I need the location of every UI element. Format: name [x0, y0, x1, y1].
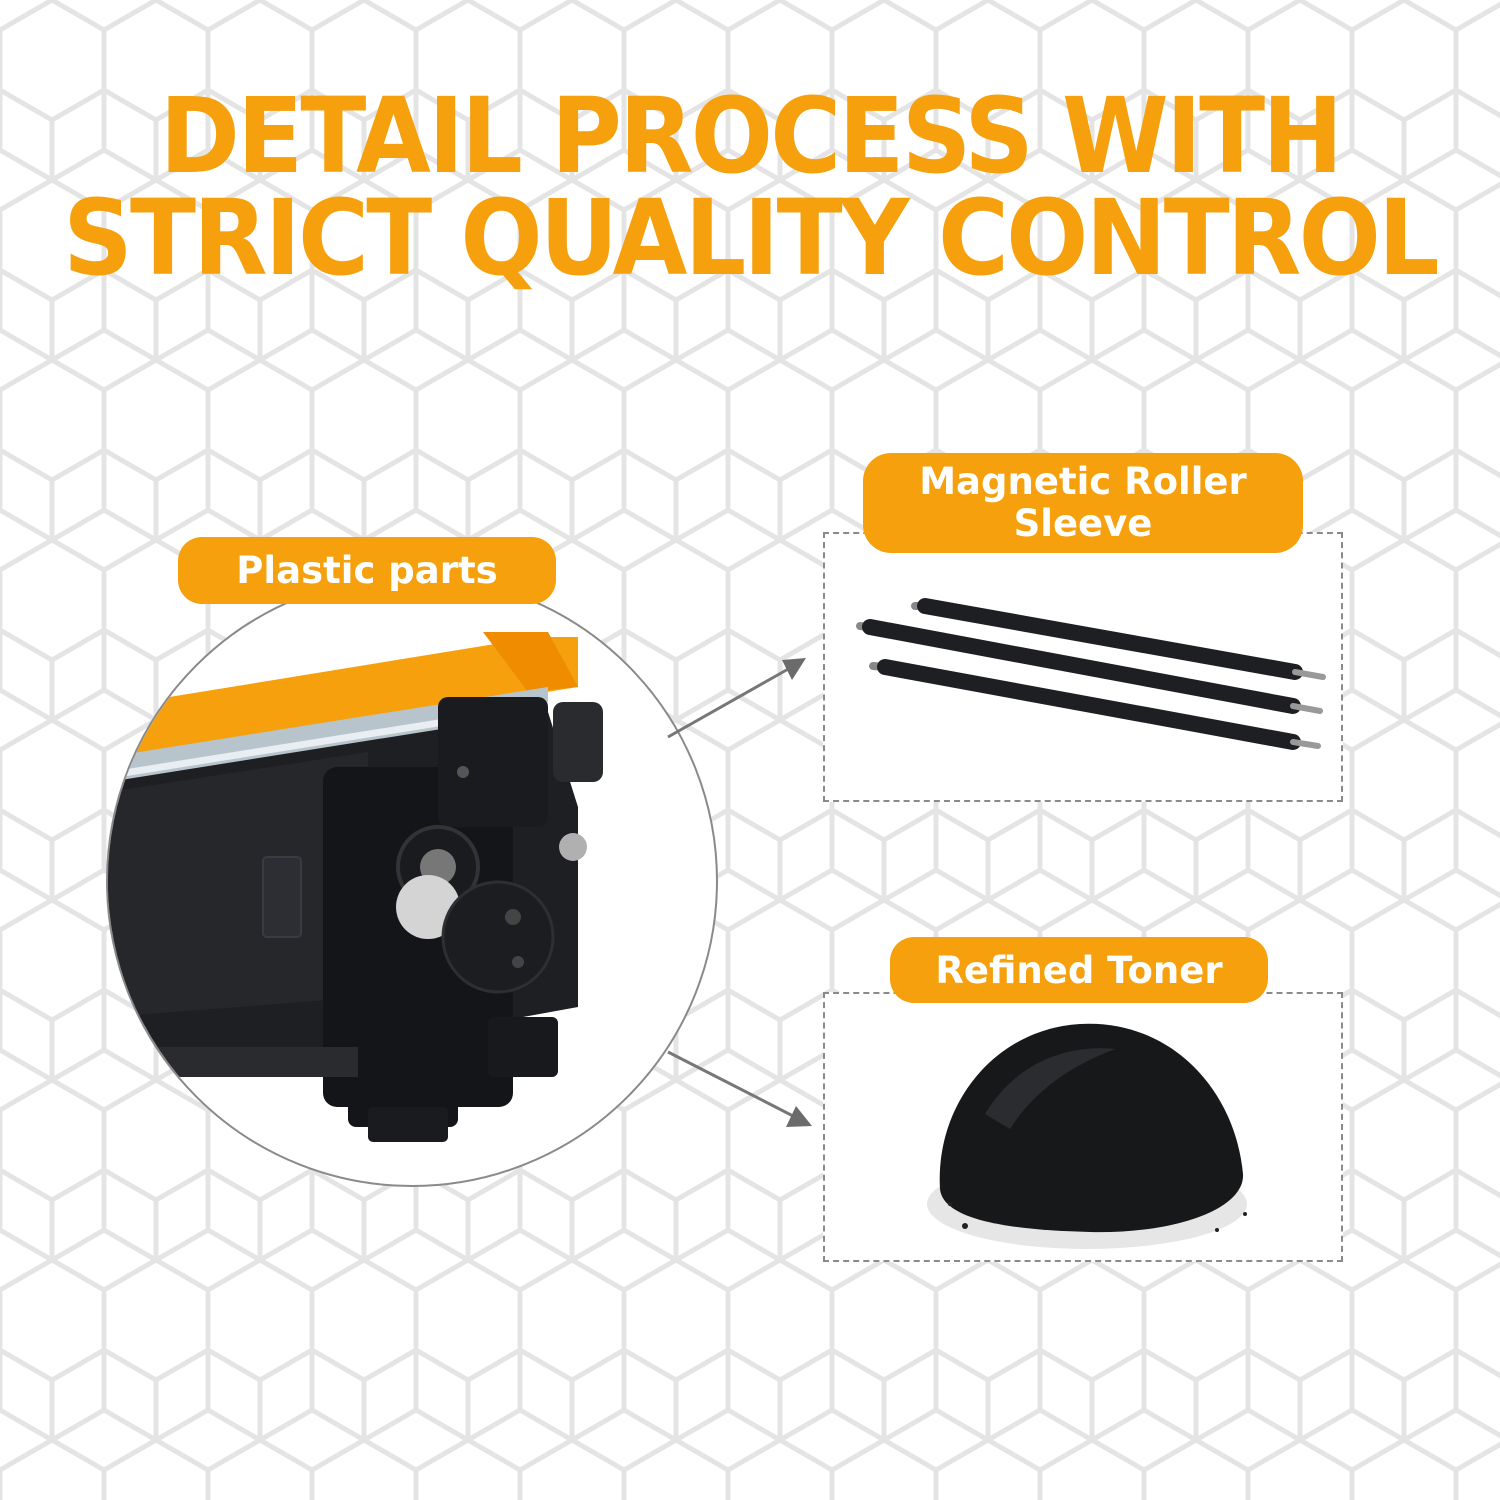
plastic-parts-label: Plastic parts: [178, 537, 556, 604]
refined-toner-box: [823, 992, 1343, 1262]
toner-powder-image: [927, 1023, 1247, 1249]
toner-cartridge-image: [108, 632, 603, 1142]
cartridge-closeup-circle: [106, 575, 718, 1187]
headline-line-1: DETAIL PROCESS WITH: [159, 75, 1344, 197]
magnetic-roller-image: [856, 598, 1326, 750]
magnetic-roller-label-line-1: Magnetic Roller: [919, 460, 1247, 503]
magnetic-roller-label-line-2: Sleeve: [1013, 502, 1153, 545]
headline-line-2: STRICT QUALITY CONTROL: [63, 177, 1440, 299]
magnetic-roller-box: [823, 532, 1343, 802]
refined-toner-label: Refined Toner: [890, 937, 1268, 1003]
magnetic-roller-label: Magnetic Roller Sleeve: [863, 453, 1303, 553]
